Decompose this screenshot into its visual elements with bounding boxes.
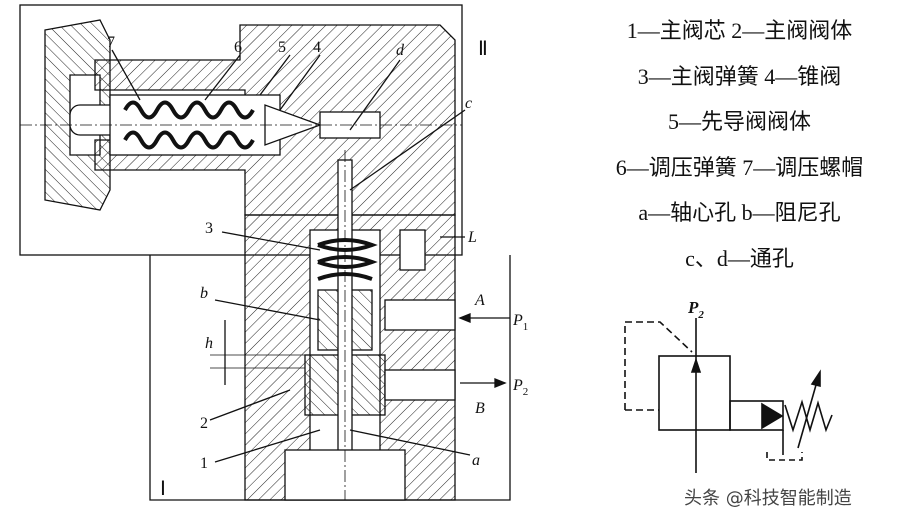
pressure-reducing-valve-symbol: P2 (624, 298, 833, 473)
label-A: A (474, 292, 485, 309)
legend-line: a—轴心孔 b—阻尼孔 (638, 200, 841, 225)
label-2: 2 (200, 415, 208, 432)
label-h: h (205, 335, 213, 352)
legend-line: 6—调压弹簧 7—调压螺帽 (615, 154, 864, 180)
label-6: 6 (234, 39, 242, 56)
label-7: 7 (107, 34, 115, 51)
label-region-1: Ⅰ (160, 478, 166, 500)
label-B: B (475, 400, 485, 417)
legend-line: 3—主阀弹簧 4—锥阀 (637, 63, 842, 89)
label-region-2: Ⅱ (478, 38, 488, 60)
region-2-frame (19, 4, 463, 256)
label-L: L (467, 229, 477, 246)
label-d: d (396, 42, 405, 59)
label-3: 3 (205, 220, 213, 237)
label-c: c (465, 95, 472, 112)
legend-line: 5—先导阀阀体 (667, 109, 811, 134)
label-5: 5 (278, 39, 286, 56)
parts-legend: 1—主阀芯 2—主阀阀体 3—主阀弹簧 4—锥阀 5—先导阀阀体 6—调压弹簧 … (560, 8, 919, 281)
symbol-label-P2: P2 (687, 298, 704, 321)
pressure-spring (123, 100, 255, 120)
label-P2: P2 (512, 377, 528, 398)
label-P1: P1 (512, 312, 528, 333)
adjusting-nut (44, 19, 111, 211)
diagram-labels: 7 6 5 4 d Ⅱ c 3 L b A P1 h P2 B 2 1 a Ⅰ (107, 34, 528, 500)
watermark: 头条 @科技智能制造 (684, 488, 852, 509)
label-4: 4 (313, 39, 321, 56)
legend-line: c、d—通孔 (685, 245, 794, 271)
label-1: 1 (200, 455, 208, 472)
legend-line: 1—主阀芯 2—主阀阀体 (626, 18, 853, 43)
label-b: b (200, 285, 208, 302)
label-a: a (472, 452, 480, 469)
